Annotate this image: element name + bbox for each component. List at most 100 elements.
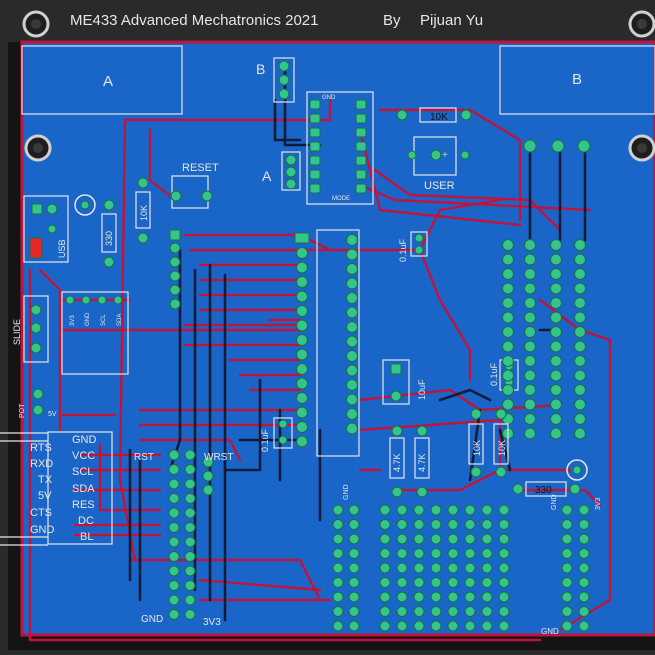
microcontroller-chip[interactable] xyxy=(294,229,360,457)
pad xyxy=(332,504,344,516)
pad xyxy=(296,348,308,361)
ftdi-right-4: RES xyxy=(72,499,95,511)
pad xyxy=(413,548,425,559)
resistor-10k-label: 10K xyxy=(430,112,448,123)
resistor-10k[interactable] xyxy=(396,107,472,123)
pad xyxy=(348,577,360,588)
pad xyxy=(184,493,196,504)
pad xyxy=(578,548,590,559)
pad xyxy=(396,533,408,545)
bottom-left-header[interactable] xyxy=(168,449,214,620)
pad xyxy=(396,548,408,559)
pad xyxy=(379,591,391,603)
pad xyxy=(464,620,476,632)
pad xyxy=(550,369,562,382)
pad xyxy=(413,562,425,574)
pad xyxy=(430,620,442,632)
pad xyxy=(184,609,196,620)
capacitor-01uf-top[interactable] xyxy=(410,231,428,257)
pad xyxy=(346,379,358,391)
pad xyxy=(430,548,442,559)
pad xyxy=(296,276,308,288)
pad xyxy=(464,606,476,617)
pad xyxy=(184,478,196,490)
pad xyxy=(413,533,425,545)
proto-area[interactable] xyxy=(332,504,590,632)
pad xyxy=(524,427,536,440)
pad xyxy=(332,562,344,574)
pad xyxy=(524,413,536,425)
pad xyxy=(184,507,196,519)
reset-label: RESET xyxy=(182,162,219,174)
usb-label: USB xyxy=(57,239,67,258)
pad xyxy=(498,519,510,530)
pad xyxy=(413,519,425,530)
ftdi-right-6: BL xyxy=(80,531,93,543)
pad xyxy=(550,253,562,266)
pad xyxy=(168,464,180,475)
ftdi-right-3: SDA xyxy=(72,483,95,495)
pad xyxy=(550,340,562,353)
connector-b-label: B xyxy=(256,61,265,77)
ftdi-right-2: SCL xyxy=(72,466,93,478)
resistor-10k-d[interactable] xyxy=(493,408,509,478)
slide-switch[interactable] xyxy=(23,295,49,363)
pad xyxy=(574,253,586,266)
pad xyxy=(430,591,442,603)
pad xyxy=(498,504,510,516)
pad xyxy=(464,591,476,603)
pad xyxy=(332,548,344,559)
pad xyxy=(502,384,514,396)
pad xyxy=(348,591,360,603)
imu-pin-2: SCL xyxy=(101,314,107,326)
pad xyxy=(168,609,180,620)
resistor-330-horizontal[interactable] xyxy=(512,481,581,497)
usb-connector[interactable] xyxy=(23,195,69,263)
pad xyxy=(413,606,425,617)
imu-header[interactable] xyxy=(61,291,129,375)
pad xyxy=(332,620,344,632)
ftdi-header[interactable] xyxy=(0,431,113,546)
pad xyxy=(184,464,196,475)
pad xyxy=(550,311,562,324)
pad xyxy=(481,591,493,603)
pad xyxy=(296,421,308,433)
potentiometer[interactable] xyxy=(32,388,44,416)
capacitor-01uf-left[interactable] xyxy=(273,417,293,449)
pad xyxy=(550,355,562,367)
gnd-strip-a-label: GND xyxy=(343,484,350,500)
pad xyxy=(464,577,476,588)
diode-header[interactable] xyxy=(169,229,181,310)
pad xyxy=(524,239,536,251)
right-header-columns[interactable] xyxy=(502,139,591,440)
connector-b[interactable] xyxy=(273,57,295,103)
resistor-4k7-a[interactable] xyxy=(389,425,405,498)
capacitor-10uf[interactable] xyxy=(382,359,410,405)
user-button[interactable]: + xyxy=(407,136,470,176)
pad xyxy=(550,413,562,425)
pad xyxy=(578,562,590,574)
resistor-4k7-b[interactable] xyxy=(414,425,430,498)
pad xyxy=(447,620,459,632)
resistor-10k-c[interactable] xyxy=(468,408,484,478)
resistor-10k-vertical[interactable] xyxy=(135,177,151,244)
pad xyxy=(346,277,358,290)
pad xyxy=(574,369,586,382)
motor-b-footprint xyxy=(499,45,655,115)
cap-10uf-label: 10uF xyxy=(417,379,427,400)
reset-button[interactable] xyxy=(170,175,213,209)
pad xyxy=(396,504,408,516)
ftdi-left-4: CTS xyxy=(30,507,52,519)
ftdi-left-2: TX xyxy=(38,474,53,486)
pad xyxy=(550,282,562,295)
pad xyxy=(184,565,196,577)
pad xyxy=(447,548,459,559)
motor-driver-chip[interactable] xyxy=(306,91,374,205)
resistor-330-vertical[interactable] xyxy=(101,199,117,268)
pad xyxy=(296,305,308,317)
pad xyxy=(168,536,180,548)
pad xyxy=(184,594,196,606)
pad xyxy=(346,234,358,246)
connector-a[interactable] xyxy=(281,151,301,191)
